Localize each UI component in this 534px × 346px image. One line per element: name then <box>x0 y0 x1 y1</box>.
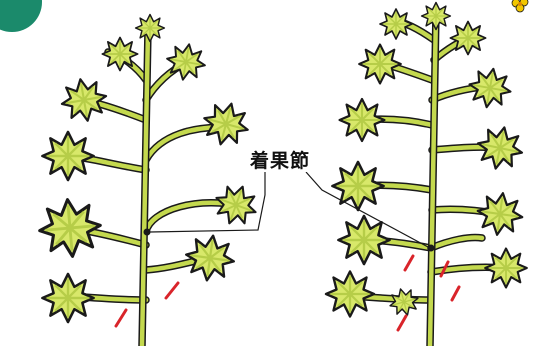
right-prune-mark <box>439 260 450 278</box>
right-fruit-node <box>427 244 435 252</box>
left-plant <box>35 13 264 346</box>
right-prune-mark <box>396 314 408 332</box>
left-fruit-node <box>143 228 151 236</box>
flower-icon <box>511 0 529 13</box>
leader-line-left <box>149 172 266 233</box>
right-plant <box>324 1 528 346</box>
right-leaves <box>324 1 528 320</box>
left-prune-mark <box>164 281 180 300</box>
right-prune-mark <box>403 254 415 272</box>
corner-badge-icon <box>0 0 42 32</box>
fruit-node-label: 着果節 <box>248 150 313 172</box>
right-prune-mark <box>450 285 461 302</box>
leader-line-right <box>305 171 429 248</box>
left-prune-mark <box>114 308 128 328</box>
